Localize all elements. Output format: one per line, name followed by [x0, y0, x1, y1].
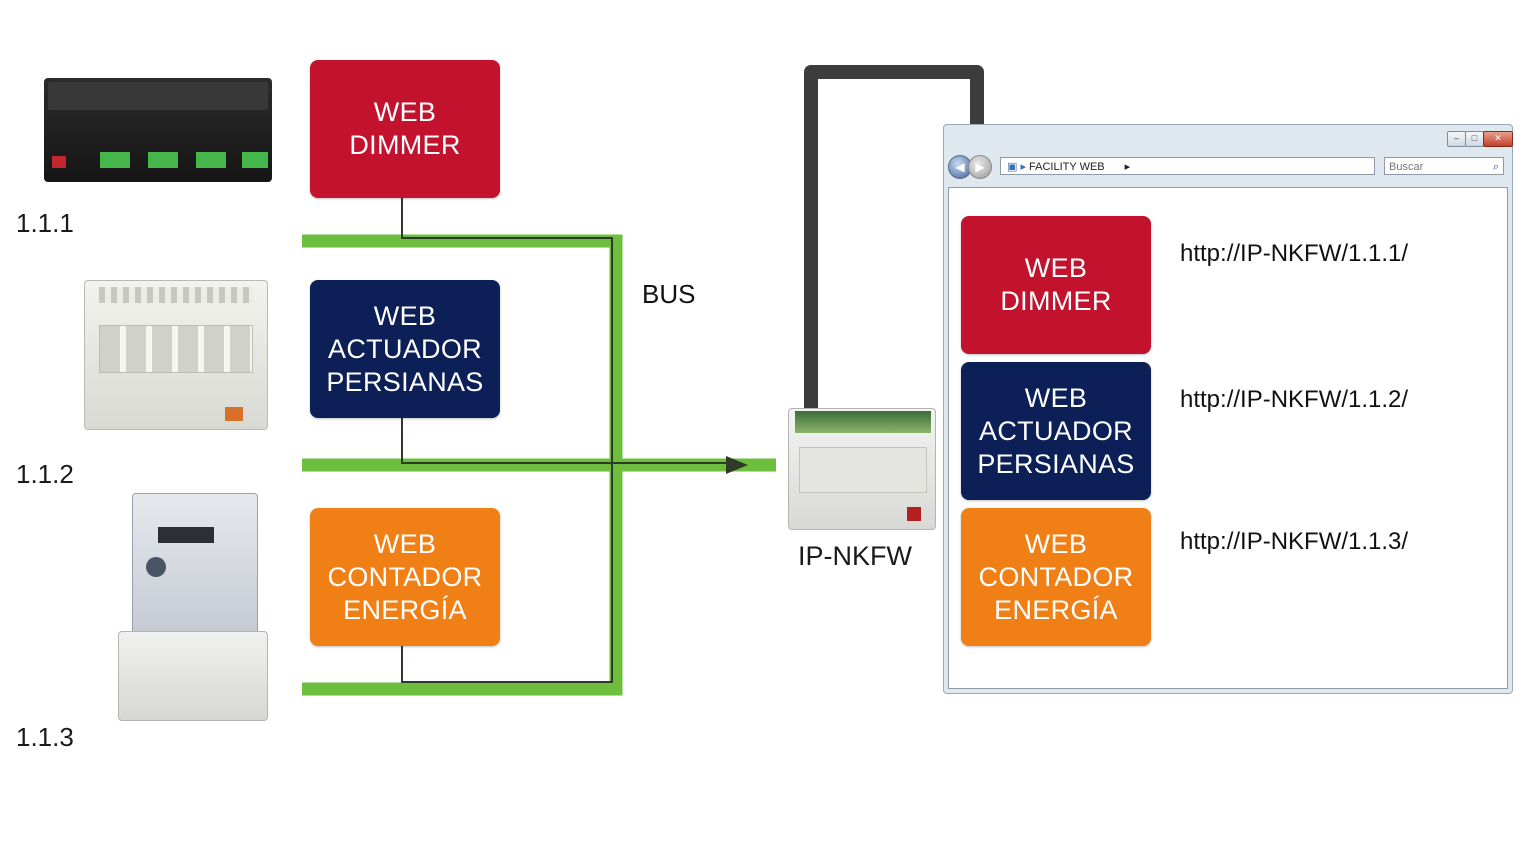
- web-actuador-line-2: ACTUADOR: [328, 333, 482, 364]
- search-placeholder: Buscar: [1389, 161, 1424, 173]
- browser-contador-line-1: WEB: [1024, 528, 1088, 559]
- url-3[interactable]: http://IP-NKFW/1.1.3/: [1180, 528, 1409, 555]
- search-icon[interactable]: ⌕: [1492, 161, 1499, 173]
- device-address-1: 1.1.1: [16, 208, 74, 238]
- device-links: [401, 198, 734, 683]
- device-address-3: 1.1.3: [16, 722, 74, 752]
- search-input[interactable]: Buscar ⌕: [1384, 157, 1504, 175]
- web-dimmer-line-1: WEB: [373, 97, 437, 127]
- browser-window: – □ ✕ ◀ ▶ ▣ ▸ FACILITY WEB▸ Buscar ⌕ WEB…: [943, 124, 1513, 694]
- web-contador-box: WEB CONTADOR ENERGÍA: [310, 508, 500, 646]
- forward-arrow-icon[interactable]: ▶: [968, 155, 992, 179]
- browser-actuador-line-3: PERSIANAS: [977, 448, 1135, 479]
- maximize-icon[interactable]: □: [1465, 131, 1484, 147]
- browser-actuador-line-2: ACTUADOR: [979, 415, 1133, 446]
- web-actuador-line-3: PERSIANAS: [326, 366, 484, 397]
- browser-web-contador-box[interactable]: WEB CONTADOR ENERGÍA: [961, 508, 1151, 646]
- web-actuador-box: WEB ACTUADOR PERSIANAS: [310, 280, 500, 418]
- device-address-2: 1.1.2: [16, 459, 74, 489]
- url-1[interactable]: http://IP-NKFW/1.1.1/: [1180, 240, 1409, 267]
- browser-contador-line-2: CONTADOR: [978, 561, 1134, 592]
- web-contador-line-3: ENERGÍA: [343, 594, 467, 625]
- url-2[interactable]: http://IP-NKFW/1.1.2/: [1180, 386, 1409, 413]
- browser-dimmer-line-2: DIMMER: [1000, 286, 1112, 316]
- dimmer-device-photo: [44, 78, 272, 182]
- browser-web-actuador-box[interactable]: WEB ACTUADOR PERSIANAS: [961, 362, 1151, 500]
- close-icon[interactable]: ✕: [1483, 131, 1513, 147]
- bus-lines: [302, 234, 776, 696]
- gateway-label: IP-NKFW: [798, 541, 912, 571]
- bus-label: BUS: [642, 279, 696, 309]
- browser-contador-line-3: ENERGÍA: [994, 594, 1118, 625]
- ethernet-cable: [804, 65, 984, 412]
- energy-meter-device-photo: [118, 493, 268, 721]
- browser-dimmer-line-1: WEB: [1024, 253, 1088, 283]
- bus-arrowhead: [726, 456, 748, 474]
- address-text: FACILITY WEB: [1029, 161, 1105, 173]
- web-dimmer-box: WEB DIMMER: [310, 60, 500, 198]
- page-favicon-icon: ▣ ▸: [1007, 161, 1030, 173]
- minimize-icon[interactable]: –: [1447, 131, 1466, 147]
- web-contador-line-1: WEB: [373, 528, 437, 559]
- blind-actuator-device-photo: [84, 280, 268, 430]
- web-actuador-line-1: WEB: [373, 300, 437, 331]
- browser-viewport: WEB DIMMER http://IP-NKFW/1.1.1/ WEB ACT…: [948, 187, 1508, 689]
- gateway-device-photo: [788, 408, 936, 530]
- browser-actuador-line-1: WEB: [1024, 382, 1088, 413]
- browser-web-dimmer-box[interactable]: WEB DIMMER: [961, 216, 1151, 354]
- web-dimmer-line-2: DIMMER: [349, 130, 461, 160]
- web-contador-line-2: CONTADOR: [327, 561, 483, 592]
- address-bar[interactable]: ▣ ▸ FACILITY WEB▸: [1000, 157, 1375, 175]
